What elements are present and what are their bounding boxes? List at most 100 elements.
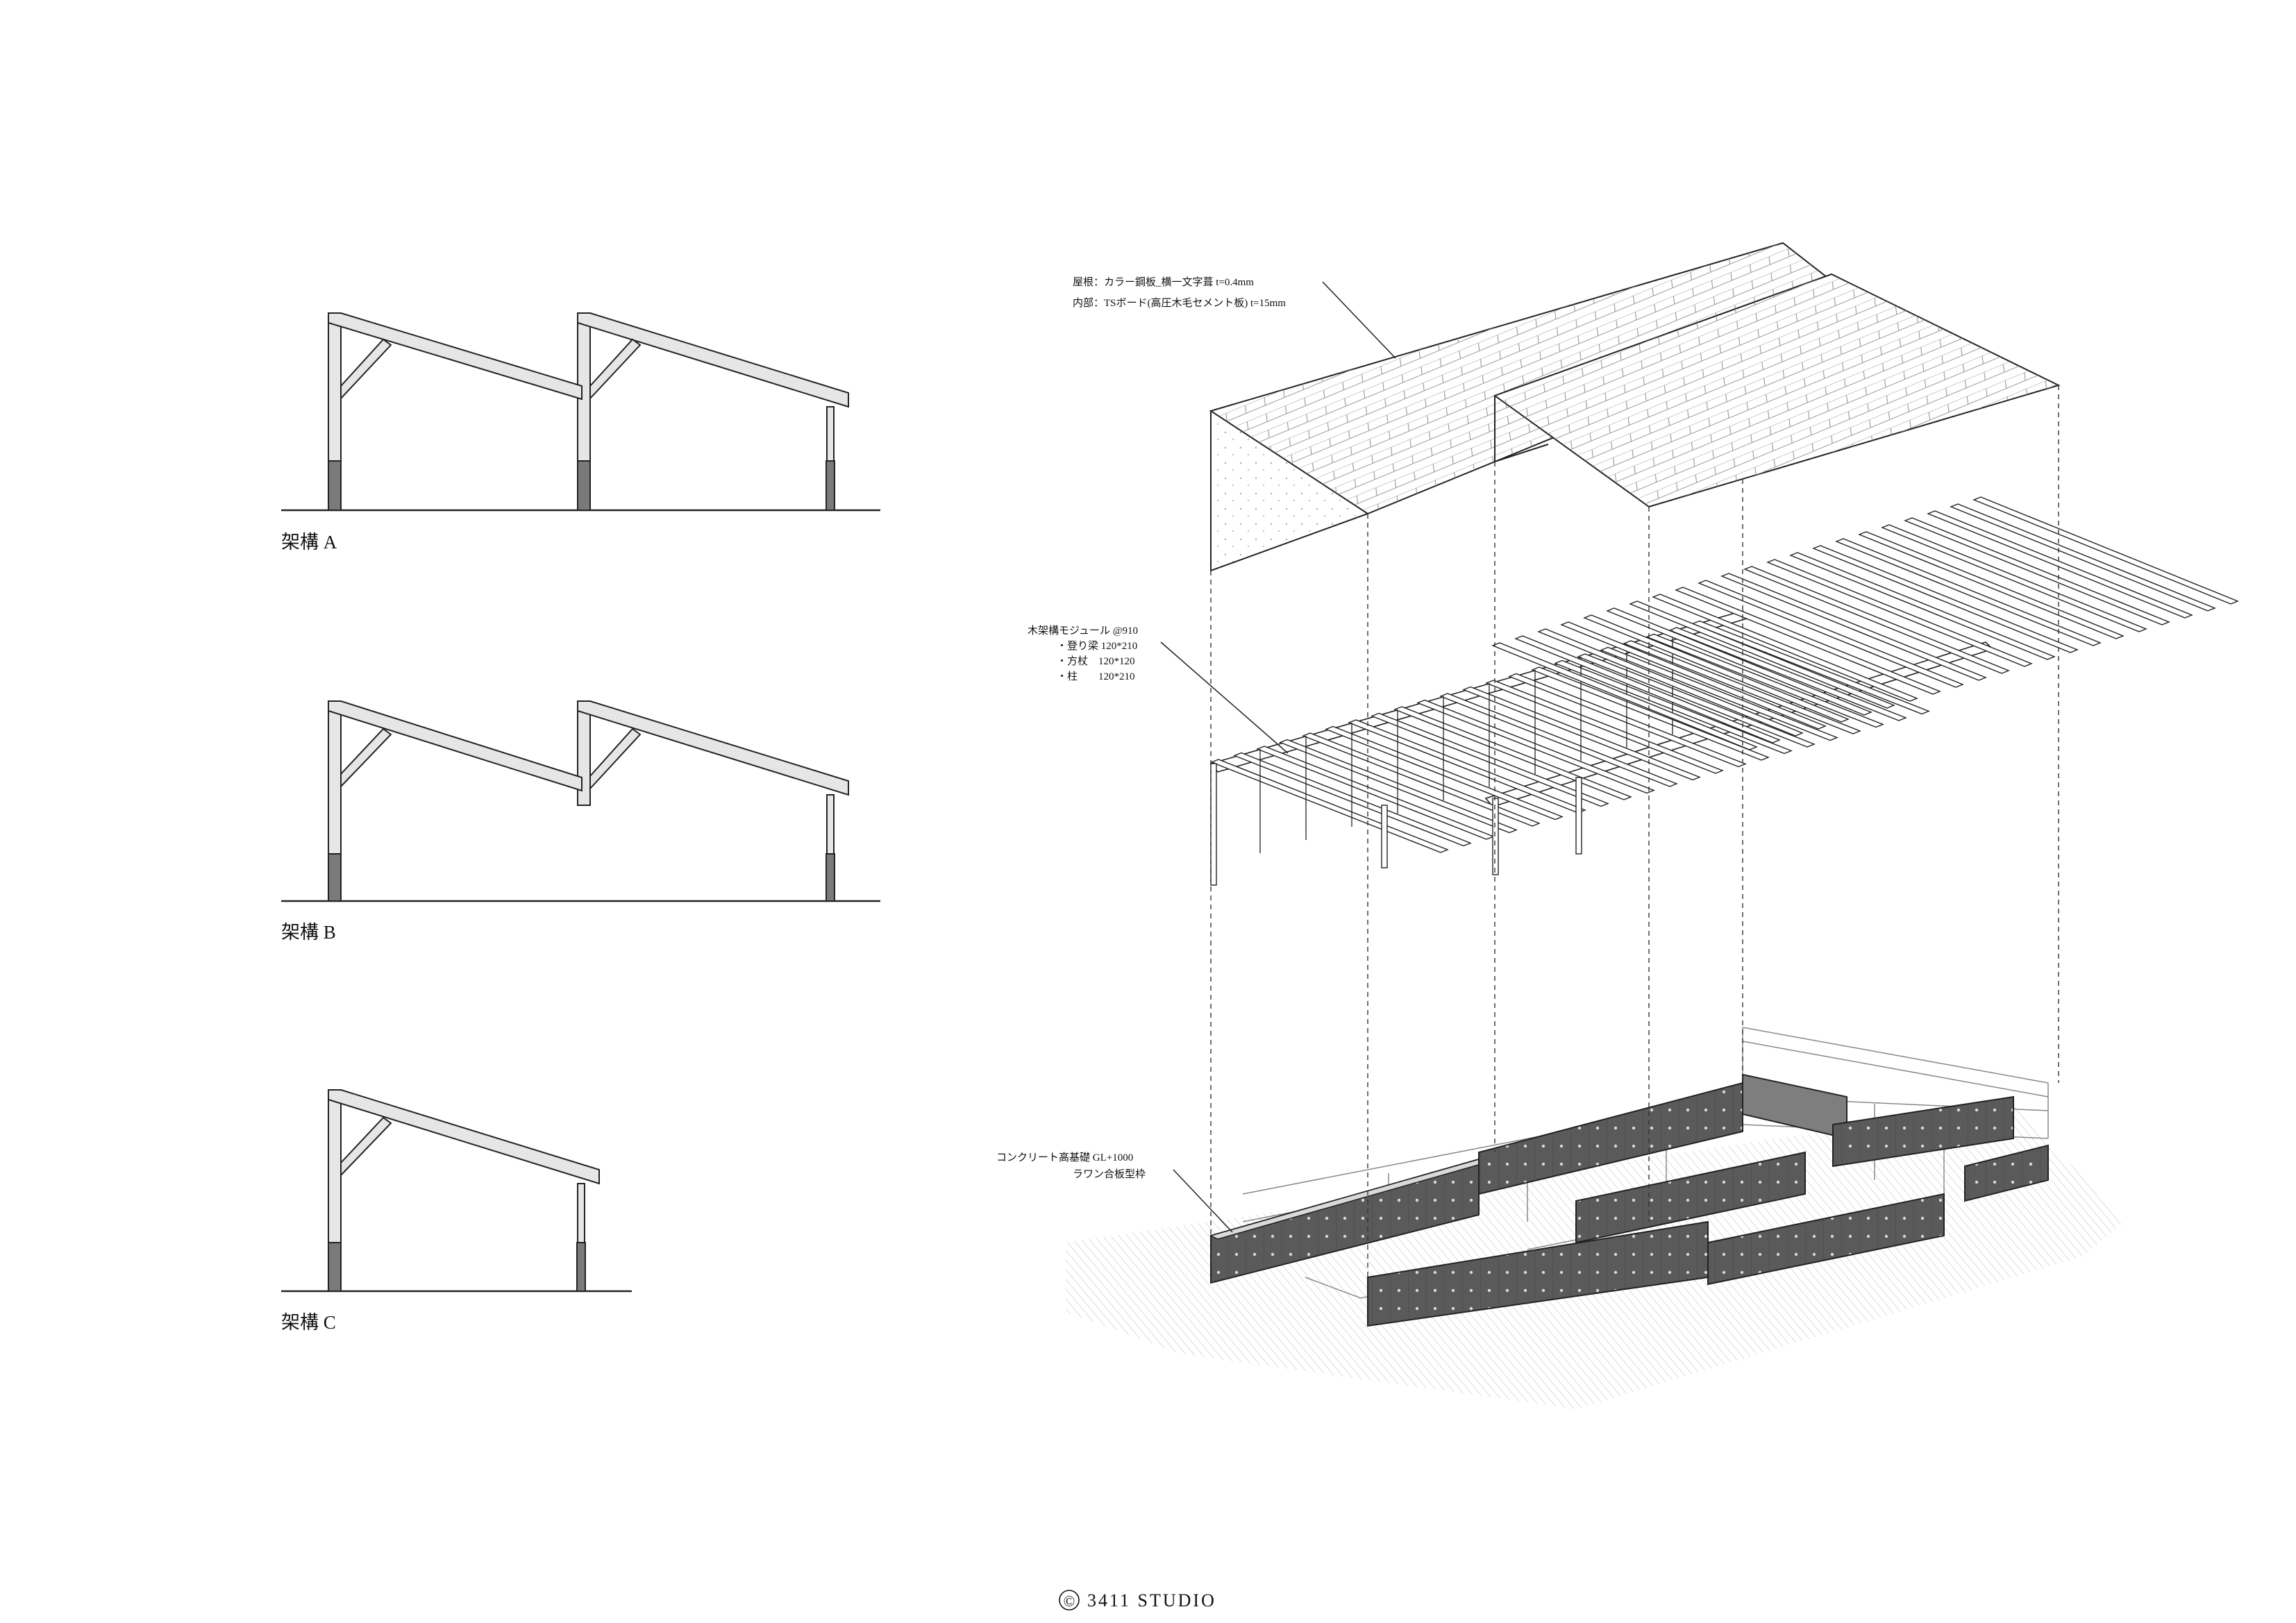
foundation-wall-front-right	[1707, 1193, 1945, 1286]
timber-rafter	[1485, 680, 1724, 774]
frame-b-elevation: 架構 B	[281, 700, 880, 943]
frame-c-post-2	[577, 1183, 585, 1243]
timber-rafter	[1623, 640, 1861, 734]
callout-timber-line-1: 木架構モジュール @910	[1028, 625, 1138, 637]
timber-rafter	[1881, 524, 2147, 632]
callout-timber-line-3: ・方杖 120*120	[1057, 655, 1135, 667]
foundation-layer	[1066, 1027, 2125, 1409]
callout-foundation: コンクリート高基礎 GL+1000 ラワン合板型枠	[996, 1152, 1233, 1233]
timber-rafter	[1835, 538, 2102, 646]
frame-c-footing-1	[328, 1242, 342, 1292]
frame-b-post-3	[826, 794, 835, 855]
timber-rafter	[1766, 559, 2033, 667]
callout-timber-frame: 木架構モジュール @910 ・登り梁 120*210 ・方杖 120*120 ・…	[1028, 625, 1289, 754]
frame-a-rafter-1	[328, 312, 583, 401]
timber-rafter	[1645, 633, 1884, 728]
timber-rafter	[1514, 635, 1781, 743]
timber-rafter	[1577, 653, 1816, 748]
roof-layer	[1209, 242, 2061, 572]
timber-rafter	[1789, 552, 2056, 660]
frame-a-rafter-2	[577, 312, 849, 408]
timber-rafter	[1927, 510, 2193, 619]
timber-rafter	[1629, 600, 1895, 709]
foundation-wall-center	[1575, 1151, 1806, 1244]
frame-b-brace-1	[340, 728, 392, 789]
callout-roof-line-1: 屋根：カラー鋼板_横一文字葺 t=0.4mm	[1073, 276, 1254, 288]
timber-rafter	[1325, 725, 1564, 821]
frame-a-post-3	[826, 406, 835, 462]
timber-corner-post-2	[1492, 798, 1499, 875]
callout-foundation-leader	[1173, 1169, 1233, 1233]
frame-c-elevation: 架構 C	[281, 1089, 632, 1333]
foundation-wall-right-end	[1964, 1144, 2049, 1202]
frame-b-brace-2	[589, 728, 642, 791]
frame-a-post-1	[328, 312, 342, 462]
timber-rafter	[1652, 594, 1918, 702]
frame-b-post-1	[328, 700, 342, 855]
frame-b-rafter-1	[328, 700, 583, 792]
roof-slope-1-shingles	[1211, 243, 1868, 514]
callout-timber-line-2: ・登り梁 120*210	[1057, 640, 1137, 652]
timber-rafter	[1302, 732, 1541, 827]
frame-c-label: 架構 C	[281, 1312, 336, 1333]
timber-rafter	[1583, 614, 1850, 723]
frame-c-rafter	[328, 1089, 600, 1185]
timber-corner-post-4	[1575, 777, 1582, 855]
studio-credit: © 3411 STUDIO	[1059, 1590, 1216, 1611]
projection-lines	[1210, 385, 2059, 1277]
timber-rafter	[1972, 496, 2239, 605]
frame-a-footing-2	[577, 460, 591, 511]
timber-rafter	[1743, 566, 2010, 674]
frame-c-brace	[340, 1116, 392, 1177]
timber-rafter	[1560, 621, 1827, 730]
frame-b-label: 架構 B	[281, 922, 336, 943]
callout-roof: 屋根：カラー鋼板_横一文字葺 t=0.4mm 内部：TSボード(高圧木毛セメント…	[1073, 276, 1396, 359]
timber-rafter	[1904, 517, 2170, 625]
foundation-wall-back	[1742, 1073, 1847, 1140]
timber-rafter	[1462, 686, 1701, 781]
frame-b-footing-1	[328, 853, 342, 902]
copyright-circle	[1059, 1590, 1080, 1611]
timber-rafter	[1600, 646, 1838, 741]
timber-rafter	[1371, 712, 1609, 807]
studio-name: 3411 STUDIO	[1087, 1590, 1216, 1611]
timber-rafter	[1531, 666, 1770, 761]
frame-a-elevation: 架構 A	[281, 312, 880, 553]
frame-a-footing-1	[328, 460, 342, 511]
timber-rafter	[1720, 573, 1987, 681]
callout-roof-line-2: 内部：TSボード(高圧木毛セメント板) t=15mm	[1073, 296, 1286, 309]
roof-slope-2-shingles	[1495, 274, 2059, 507]
timber-rafter	[1691, 620, 1930, 715]
frame-a-brace-1	[340, 338, 392, 401]
foundation-wall-inner-right	[1832, 1095, 2014, 1168]
timber-rafter	[1668, 627, 1907, 721]
timber-rafter	[1812, 545, 2079, 653]
callout-timber-leader	[1160, 641, 1289, 754]
timber-rafter	[1858, 531, 2125, 639]
timber-frame-layer	[1209, 496, 2239, 886]
callout-roof-leader	[1322, 281, 1396, 359]
timber-rafter	[1537, 628, 1804, 737]
frame-a-label: 架構 A	[281, 532, 337, 553]
foundation-wall-back-left	[1478, 1082, 1743, 1195]
callout-foundation-line-1: コンクリート高基礎 GL+1000	[996, 1152, 1133, 1163]
timber-rafter	[1348, 719, 1586, 814]
frame-a-footing-3	[826, 460, 835, 511]
timber-corner-post-3	[1381, 805, 1388, 868]
timber-rafter	[1491, 642, 1758, 750]
timber-rafter	[1698, 580, 1964, 688]
callout-timber-line-4: ・柱 120*210	[1057, 671, 1135, 682]
frame-c-footing-2	[576, 1242, 586, 1292]
timber-rafter	[1554, 659, 1793, 755]
copyright-symbol: ©	[1064, 1592, 1075, 1610]
frame-a-brace-2	[589, 338, 642, 401]
timber-rafter	[1279, 739, 1518, 834]
frame-c-post-1	[328, 1089, 342, 1243]
timber-rafter	[1416, 699, 1655, 794]
callout-foundation-line-2: ラワン合板型枠	[1073, 1168, 1146, 1180]
frame-b-footing-3	[826, 853, 835, 902]
timber-rafter	[1508, 673, 1747, 768]
timber-rafter	[1606, 607, 1872, 716]
timber-corner-post-1	[1210, 763, 1217, 886]
